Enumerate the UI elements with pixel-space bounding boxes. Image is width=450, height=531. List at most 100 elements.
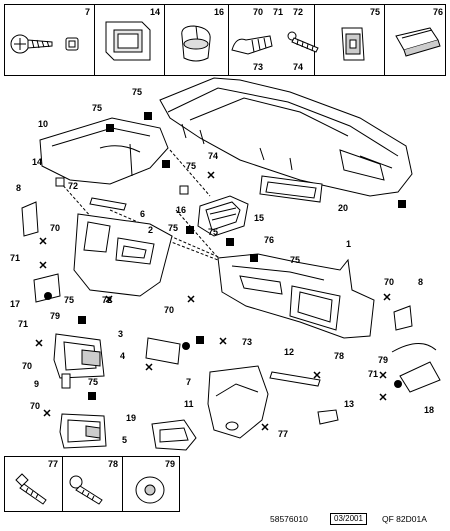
bracket-17 <box>33 273 61 303</box>
console-2 <box>73 213 173 297</box>
callout-79-b: 79 <box>378 355 389 365</box>
part-ref-72: 72 <box>293 7 304 17</box>
part-ref-14: 14 <box>149 7 160 17</box>
part-ref-73: 73 <box>253 62 264 72</box>
screw-cross-markers <box>35 171 391 431</box>
callout-75-h: 75 <box>88 377 99 387</box>
callout-75-g: 75 <box>64 295 75 305</box>
callout-16: 16 <box>176 205 187 215</box>
callout-70-a: 70 <box>50 223 61 233</box>
panel-11 <box>207 365 269 439</box>
callout-72-b: 72 <box>102 295 113 305</box>
callout-2: 2 <box>148 225 154 235</box>
bracket-18 <box>399 361 441 393</box>
callout-6: 6 <box>140 209 146 219</box>
callout-71-c: 71 <box>368 369 379 379</box>
callout-75-b: 75 <box>92 103 103 113</box>
part-cell-16: 16 <box>165 5 229 75</box>
part-ref-76: 76 <box>432 7 443 17</box>
clip-75-markers <box>78 112 406 400</box>
bracket-8-right <box>393 305 413 331</box>
bracket-12 <box>269 371 321 387</box>
callout-70-c: 70 <box>164 305 175 315</box>
doc-date: 03/2001 <box>330 513 367 525</box>
callout-19: 19 <box>126 413 137 423</box>
callout-15: 15 <box>254 213 265 223</box>
clip-9 <box>61 373 71 389</box>
washer-79-markers <box>44 292 402 388</box>
part-cell-78: 78 <box>63 457 123 511</box>
part-cell-screws: 70 71 72 73 74 <box>229 5 315 75</box>
callout-3: 3 <box>118 329 124 339</box>
part-ref-77: 77 <box>47 459 58 469</box>
part-ref-70: 70 <box>253 7 264 17</box>
callout-5: 5 <box>122 435 128 445</box>
doc-number: 58576010 <box>270 514 308 524</box>
part-ref-75: 75 <box>369 7 380 17</box>
screw-70-74-icon <box>287 31 319 53</box>
callout-7: 7 <box>186 377 192 387</box>
doc-code: QF 82D01A <box>382 514 427 524</box>
part-cell-76: 76 <box>385 5 447 75</box>
panel-19 <box>151 419 197 451</box>
callout-76: 76 <box>264 235 275 245</box>
callout-79-a: 79 <box>50 311 61 321</box>
bottom-parts-strip: 77 78 79 <box>4 456 180 512</box>
callout-70-b: 70 <box>384 277 395 287</box>
clip-14-icon <box>105 21 151 61</box>
callout-78: 78 <box>334 351 345 361</box>
part-cell-75: 75 <box>315 5 385 75</box>
top-parts-strip: 7 14 16 70 71 72 73 74 75 76 <box>4 4 446 76</box>
part-ref-7: 7 <box>84 7 90 17</box>
clip-13 <box>317 409 339 425</box>
callout-73: 73 <box>242 337 253 347</box>
clip-72-markers <box>55 177 189 195</box>
callout-8-right: 8 <box>418 277 424 287</box>
part-ref-16: 16 <box>213 7 224 17</box>
callout-70-d: 70 <box>22 361 33 371</box>
callout-77: 77 <box>278 429 289 439</box>
callout-75-f: 75 <box>290 255 301 265</box>
grommet-16-icon <box>181 25 211 62</box>
part-ref-79: 79 <box>164 459 175 469</box>
callout-10: 10 <box>38 119 49 129</box>
callout-20: 20 <box>338 203 349 213</box>
screw-78-icon <box>69 475 103 505</box>
callout-17: 17 <box>10 299 21 309</box>
screw-77-icon <box>15 473 47 505</box>
callout-75-e: 75 <box>208 227 219 237</box>
console-1 <box>217 253 375 339</box>
bracket-8-left <box>21 201 39 237</box>
washer-79-icon <box>135 476 165 504</box>
callout-11: 11 <box>184 399 194 409</box>
callout-71-a: 71 <box>10 253 21 263</box>
callout-14: 14 <box>32 157 43 167</box>
callout-75-a: 75 <box>132 87 143 97</box>
part-cell-79: 79 <box>123 457 179 511</box>
panel-4 <box>53 333 105 379</box>
trim-76-icon <box>395 27 441 57</box>
callout-1: 1 <box>346 239 352 249</box>
strip-6 <box>89 197 127 211</box>
callout-13: 13 <box>344 399 355 409</box>
screw-7-icon <box>10 34 79 54</box>
push-clip-icon <box>231 35 273 55</box>
part-cell-7: 7 <box>5 5 95 75</box>
callout-72: 72 <box>68 181 79 191</box>
part-ref-71: 71 <box>273 7 284 17</box>
cover-3 <box>145 337 181 365</box>
top-cover-10 <box>39 117 169 185</box>
callout-71-b: 71 <box>18 319 29 329</box>
callout-4: 4 <box>120 351 126 361</box>
callout-75-d: 75 <box>186 161 197 171</box>
callout-70-e: 70 <box>30 401 41 411</box>
callout-9: 9 <box>34 379 40 389</box>
callout-75-c: 75 <box>168 223 179 233</box>
callout-74: 74 <box>208 151 219 161</box>
callout-18: 18 <box>424 405 435 415</box>
part-ref-78: 78 <box>107 459 118 469</box>
clip-75-icon <box>341 27 365 61</box>
callout-8-left: 8 <box>16 183 22 193</box>
